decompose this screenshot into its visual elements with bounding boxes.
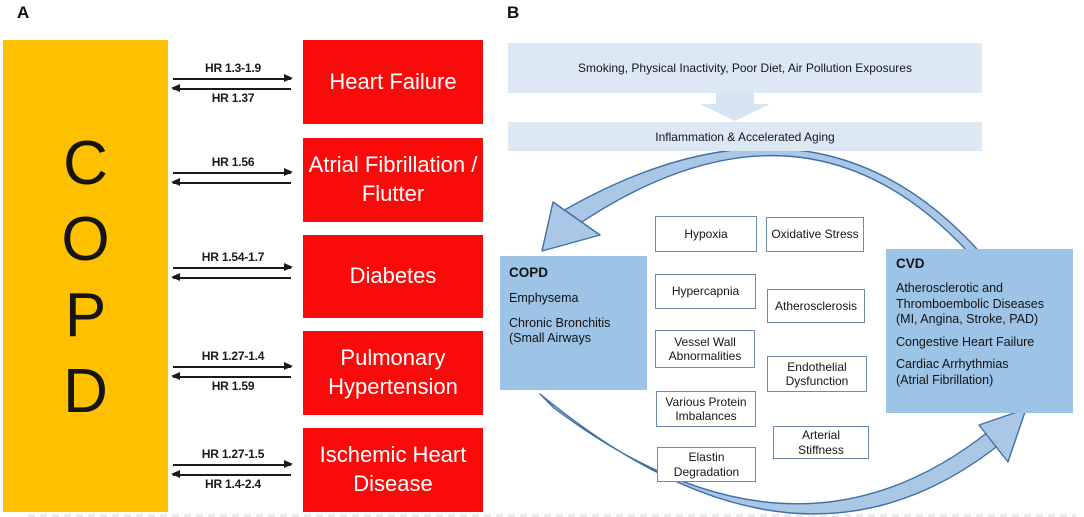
- arc-arrowhead-left: [541, 201, 601, 252]
- copd-letter-c: C: [63, 129, 108, 198]
- hr-label: HR 1.27-1.5: [201, 447, 265, 461]
- copd-entity-item: Chronic Bronchitis (Small Airways: [509, 315, 611, 346]
- mechanism-box-various-protein-imbalances: Various Protein Imbalances: [656, 391, 756, 427]
- left-arrow-line: [171, 85, 291, 92]
- cvd-entity-box: CVD Atherosclerotic and Thromboembolic D…: [886, 249, 1073, 413]
- cvd-entity-item: Congestive Heart Failure: [896, 334, 1035, 349]
- copd-letter-o: O: [61, 205, 110, 274]
- mechanism-box-hypercapnia: Hypercapnia: [655, 274, 756, 309]
- disease-box-diabetes: Diabetes: [303, 235, 483, 318]
- hr-label: HR 1.3-1.9: [204, 61, 262, 75]
- disease-box-atrial-fibrillation: Atrial Fibrillation / Flutter: [303, 138, 483, 222]
- mechanism-box-endothelial-dysfunction: Endothelial Dysfunction: [767, 356, 867, 392]
- mechanism-box-oxidative-stress: Oxidative Stress: [766, 217, 864, 252]
- cropped-caption-text: [28, 514, 1076, 517]
- hr-label: HR 1.59: [211, 379, 255, 393]
- left-arrow-line: [171, 179, 291, 186]
- mechanism-box-vessel-wall-abnormalities: Vessel Wall Abnormalities: [655, 330, 755, 368]
- disease-box-ischemic-heart-disease: Ischemic Heart Disease: [303, 428, 483, 512]
- right-arrow-line: [173, 169, 293, 176]
- right-arrow-line: [173, 264, 293, 271]
- hr-label: HR 1.4-2.4: [204, 477, 262, 491]
- copd-entity-item: Emphysema: [509, 290, 579, 305]
- cvd-entity-item: Cardiac Arrhythmias (Atrial Fibrillation…: [896, 357, 1009, 387]
- mechanism-box-elastin-degradation: Elastin Degradation: [657, 447, 756, 482]
- panel-a-label: A: [17, 3, 30, 22]
- exposures-banner: Smoking, Physical Inactivity, Poor Diet,…: [508, 43, 982, 93]
- mechanism-box-arterial-stiffness: Arterial Stiffness: [773, 426, 869, 459]
- hr-label: HR 1.37: [211, 91, 255, 105]
- right-arrow-line: [173, 363, 293, 370]
- disease-box-heart-failure: Heart Failure: [303, 40, 483, 124]
- left-arrow-line: [171, 373, 291, 380]
- copd-entity-box: COPD Emphysema Chronic Bronchitis (Small…: [500, 256, 647, 390]
- hr-label: HR 1.56: [211, 155, 255, 169]
- hr-label: HR 1.27-1.4: [201, 349, 265, 363]
- left-arrow-line: [171, 471, 291, 478]
- hr-label: HR 1.54-1.7: [201, 250, 265, 264]
- copd-entity-title: COPD: [509, 265, 549, 280]
- copd-letter-p: P: [64, 281, 107, 350]
- hr-arrow-row-diabetes: HR 1.54-1.7: [171, 250, 294, 296]
- mechanism-box-hypoxia: Hypoxia: [655, 216, 757, 252]
- right-arrow-line: [173, 75, 293, 82]
- hr-arrow-row-ischemic-heart-disease: HR 1.27-1.5 HR 1.4-2.4: [171, 447, 294, 493]
- copd-letter-d: D: [63, 357, 108, 426]
- hr-arrow-row-atrial-fibrillation: HR 1.56: [171, 155, 294, 201]
- cvd-entity-item: Atherosclerotic and Thromboembolic Disea…: [896, 280, 1044, 327]
- copd-block: C O P D: [3, 40, 168, 512]
- cvd-entity-title: CVD: [896, 256, 925, 271]
- hr-arrow-row-heart-failure: HR 1.3-1.9 HR 1.37: [171, 61, 294, 107]
- arc-arrowhead-right: [978, 408, 1027, 463]
- mechanism-box-atherosclerosis: Atherosclerosis: [767, 289, 865, 323]
- right-arrow-line: [173, 461, 293, 468]
- panel-b-label: B: [507, 3, 520, 22]
- inflammation-banner: Inflammation & Accelerated Aging: [508, 122, 982, 151]
- hr-arrow-row-pulmonary-hypertension: HR 1.27-1.4 HR 1.59: [171, 349, 294, 395]
- down-block-arrow: [700, 93, 770, 121]
- left-arrow-line: [171, 274, 291, 281]
- disease-box-pulmonary-hypertension: Pulmonary Hypertension: [303, 331, 483, 415]
